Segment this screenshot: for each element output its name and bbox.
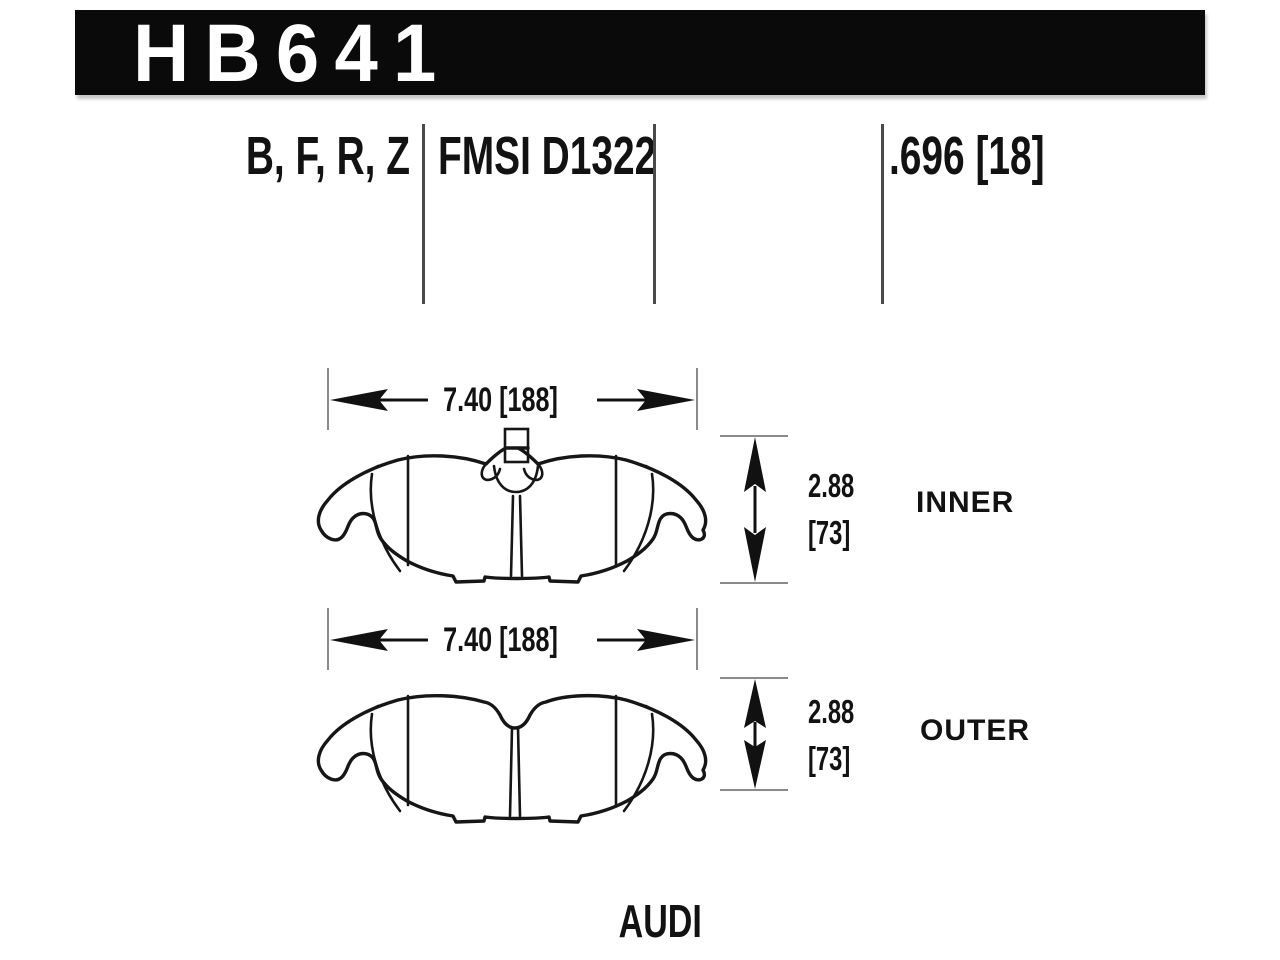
down-arrowhead-icon [744,740,766,789]
center-slot-line [518,494,524,578]
fmsi-number: FMSI D1322 [438,126,657,186]
left-arrowhead-icon [330,629,388,651]
left-arrowhead-icon [330,389,388,411]
outer-position-label: OUTER [920,714,1030,747]
edge-tick [644,464,659,474]
right-arrowhead-icon [637,389,695,411]
column-divider-1 [422,124,425,304]
pad-thickness: .696 [18] [889,126,1045,186]
clip-bracket [492,464,540,494]
down-arrowhead-icon [744,527,766,582]
inner-pad-drawing [316,427,708,584]
outer-width-dimension-text: 7.40 [188] [442,621,558,659]
right-arrowhead-icon [637,629,695,651]
edge-tick [365,704,380,714]
column-divider-2 [653,124,656,304]
compound-codes: B, F, R, Z [245,126,410,186]
clip-wing-left [480,462,502,482]
outer-height-dimension-text: 2.88 [73] [808,693,855,777]
vehicle-make-label: AUDI [618,895,702,947]
wear-sensor-slot [503,427,530,464]
compound-codes-cell: B, F, R, Z [180,126,410,186]
backing-plate-outline [316,446,708,584]
outer-pad-drawing [316,693,708,824]
up-arrowhead-icon [744,437,766,492]
inner-width-dimension-lines [327,368,698,430]
center-slot-line [509,494,515,578]
column-divider-3 [881,124,884,304]
clip-wing-right [522,462,544,482]
inner-width-dimension-text: 7.40 [188] [442,381,558,419]
center-slot-line [516,726,522,818]
part-number-bar: HB641 [75,8,1205,99]
inner-height-dimension-text: 2.88 [73] [808,467,855,551]
plate-inner-curve-right [622,472,655,573]
inner-height-dimension-lines [720,435,788,584]
center-slot-line [508,726,514,818]
outer-height-dimension-lines [720,677,788,791]
fmsi-cell: FMSI D1322 [438,126,741,186]
part-number: HB641 [133,8,452,99]
edge-tick [644,704,659,714]
plate-inner-curve-left [369,472,402,573]
edge-tick [365,464,380,474]
outer-width-dimension-lines [327,608,698,670]
plate-inner-curve-left [369,712,402,813]
backing-plate-outline [316,693,708,824]
up-arrowhead-icon [744,679,766,728]
plate-inner-curve-right [622,712,655,813]
inner-position-label: INNER [916,486,1015,519]
pad-thickness-cell: .696 [18] [889,126,1105,186]
